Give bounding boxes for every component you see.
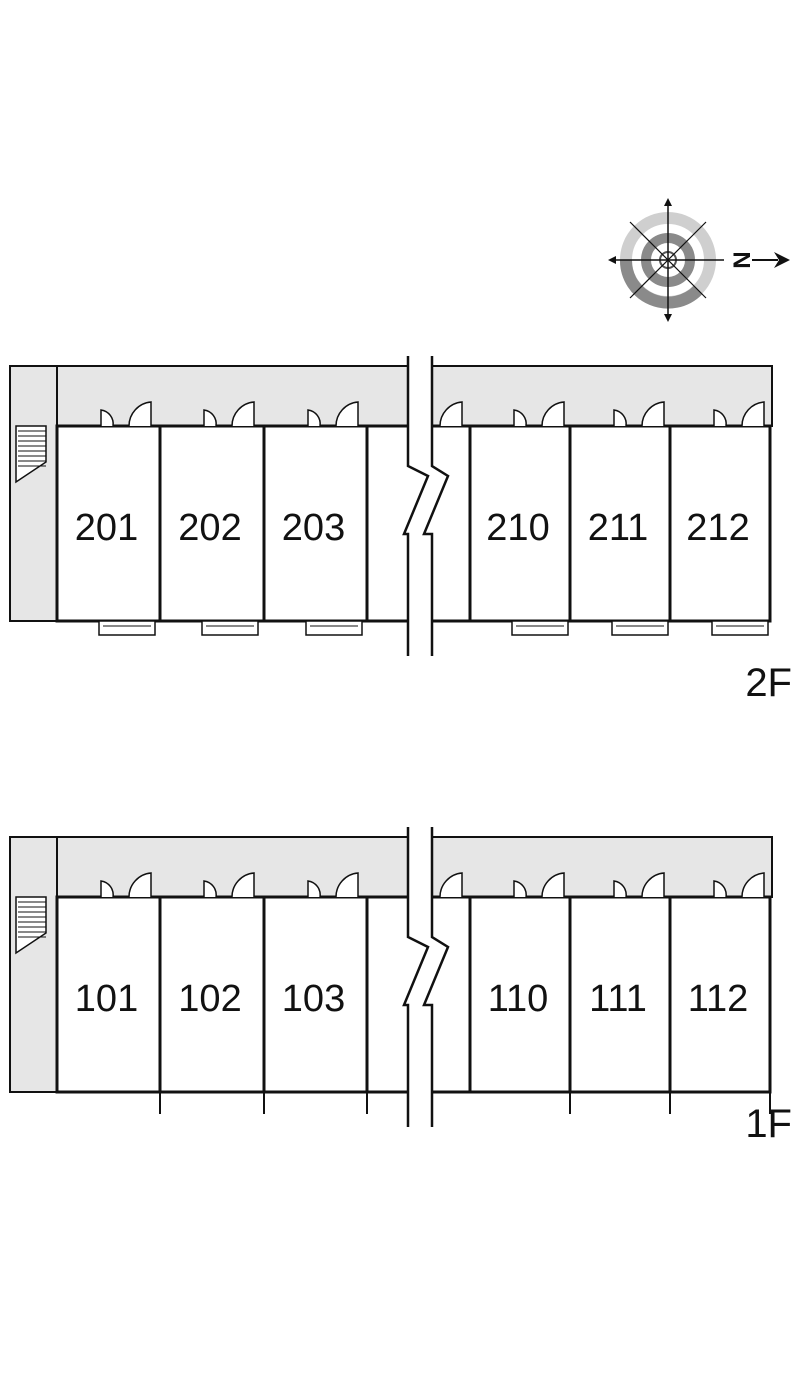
door-small-leaf: [613, 880, 627, 898]
door-main-leaf: [741, 401, 765, 427]
door-icon: [307, 872, 359, 898]
door-icon: [713, 401, 765, 427]
break-marker: [402, 827, 450, 1127]
door-main-leaf: [541, 401, 565, 427]
unit-partial-right: [428, 895, 472, 1094]
floor-label: 2F: [745, 661, 792, 705]
unit-number: 112: [688, 978, 749, 1020]
unit-room: [568, 895, 672, 1094]
door-small-leaf: [613, 409, 627, 427]
door-main-leaf: [231, 401, 255, 427]
break-marker: [402, 356, 450, 656]
unit-room: [668, 895, 772, 1094]
staircase-icon: [15, 896, 47, 955]
unit-number: 110: [488, 978, 549, 1020]
unit-room: [262, 424, 369, 623]
door-icon: [307, 401, 359, 427]
unit-number: 101: [75, 978, 138, 1020]
corridor-joint: [11, 838, 56, 896]
compass-arrow-up: [664, 198, 672, 206]
balcony: [611, 620, 669, 636]
break-line-right: [422, 827, 450, 1127]
unit-number: 111: [589, 978, 647, 1020]
compass-arrow-down: [664, 314, 672, 322]
staircase-outline: [15, 425, 47, 484]
door-icon: [203, 872, 255, 898]
unit-room: [668, 424, 772, 623]
door-main-leaf: [128, 872, 152, 898]
staircase-outline: [15, 896, 47, 955]
door-small-leaf: [307, 409, 321, 427]
door-icon: [100, 872, 152, 898]
unit-room: [158, 895, 266, 1094]
compass-north-arrow: [774, 252, 790, 268]
door-icon: [100, 401, 152, 427]
break-gap: [408, 356, 432, 656]
break-line-right: [422, 356, 450, 656]
door-icon: [713, 872, 765, 898]
door-icon: [203, 401, 255, 427]
unit-number: 210: [486, 507, 549, 549]
door-main-leaf: [741, 872, 765, 898]
compass-arrow-left: [608, 256, 616, 264]
unit-number: 203: [282, 507, 345, 549]
unit-number: 212: [686, 507, 749, 549]
door-main-leaf: [128, 401, 152, 427]
floor-label: 1F: [745, 1102, 792, 1146]
door-icon: [513, 401, 565, 427]
door-main-leaf: [541, 872, 565, 898]
door-small-leaf: [513, 409, 527, 427]
floor-2f: 201 202 203 210 211 212 2F: [9, 356, 792, 705]
door-small-leaf: [713, 880, 727, 898]
unit-number: 202: [178, 507, 241, 549]
door-main-leaf: [335, 401, 359, 427]
door-small-leaf: [100, 880, 114, 898]
staircase-icon: [15, 425, 47, 484]
door-small-leaf: [713, 409, 727, 427]
door-small-leaf: [203, 880, 217, 898]
floor-1f: 101 102 103 110 111 112 1F: [9, 827, 792, 1146]
door-small-leaf: [100, 409, 114, 427]
door-main-leaf: [641, 872, 665, 898]
door-small-leaf: [513, 880, 527, 898]
unit-number: 211: [588, 507, 649, 549]
break-line-left: [402, 827, 430, 1127]
break-gap: [408, 827, 432, 1127]
door-icon: [613, 872, 665, 898]
balcony: [511, 620, 569, 636]
unit-number: 201: [75, 507, 138, 549]
compass-north-letter: N: [728, 251, 755, 268]
unit-room: [568, 424, 672, 623]
balcony: [711, 620, 769, 636]
unit-number: 103: [282, 978, 345, 1020]
door-icon: [513, 872, 565, 898]
door-icon: [439, 872, 463, 898]
unit-room: [55, 895, 162, 1094]
compass-outer-ring-dark: [619, 259, 703, 309]
corridor-joint: [11, 367, 56, 425]
door-main-leaf: [231, 872, 255, 898]
break-line-left: [402, 356, 430, 656]
unit-number: 102: [178, 978, 241, 1020]
unit-partial-right: [428, 424, 472, 623]
door-main-leaf: [335, 872, 359, 898]
balcony: [201, 620, 259, 636]
door-small-leaf: [307, 880, 321, 898]
compass-rose-icon: N: [608, 198, 790, 322]
door-main-leaf: [641, 401, 665, 427]
compass-diagonal-b: [629, 221, 707, 299]
door-icon: [439, 401, 463, 427]
door-icon: [613, 401, 665, 427]
unit-room: [55, 424, 162, 623]
balcony: [305, 620, 363, 636]
door-small-leaf: [203, 409, 217, 427]
balcony: [98, 620, 156, 636]
